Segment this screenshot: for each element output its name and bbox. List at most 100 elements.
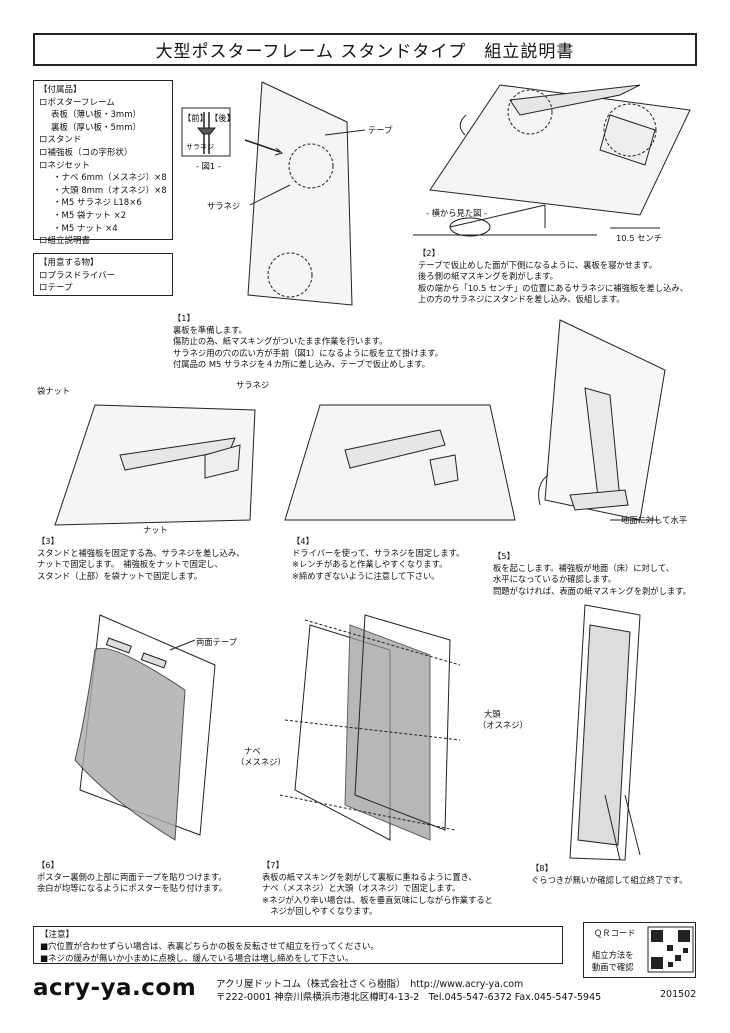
step-text: 表板の紙マスキングを剥がして裏板に重ねるように置き、 bbox=[262, 871, 477, 882]
step-text: ※締めすぎないように注意して下さい。 bbox=[292, 570, 440, 581]
qr-box[interactable]: ＱＲコード 組立方法を 動画で確認 bbox=[583, 922, 696, 978]
step-number: 【5】 bbox=[493, 551, 515, 561]
step-text: 板の端から「10.5 センチ」の位置にあるサラネジに補強板を差し込み、 bbox=[418, 282, 689, 293]
step-number: 【2】 bbox=[418, 248, 440, 258]
step-4: 【4】 ドライバーを使って、サラネジを固定します。 ※レンチがあると作業しやすく… bbox=[292, 536, 464, 582]
notes-header: 【注意】 bbox=[40, 930, 75, 940]
step-8: 【8】 ぐらつきが無いか確認して組立終了です。 bbox=[531, 863, 688, 886]
parts-item: 裏板（厚い板・5mm） bbox=[51, 122, 141, 133]
tools-item: ロプラスドライバー bbox=[39, 270, 116, 281]
qr-code-icon bbox=[647, 926, 694, 973]
screw-icon bbox=[196, 127, 217, 135]
step-7: 【7】 表板の紙マスキングを剥がして裏板に重ねるように置き、 ナベ（メスネジ）と… bbox=[262, 860, 493, 918]
qr-label: ＱＲコード bbox=[594, 928, 636, 938]
tools-header: 【用意する物】 bbox=[39, 258, 99, 268]
parts-item: ・ナベ 6mm（メスネジ）×8 bbox=[53, 173, 167, 184]
step-text: 傷防止の為、紙マスキングがついたまま作業を行います。 bbox=[173, 336, 388, 347]
detail-circle bbox=[288, 143, 334, 189]
step-text: ※レンチがあると作業しやすくなります。 bbox=[292, 559, 448, 570]
step-text: 問題がなければ、表面の紙マスキングを剥がします。 bbox=[493, 585, 692, 596]
company-address: 〒222-0001 神奈川県横浜市港北区樽町4-13-2 Tel.045-547… bbox=[216, 992, 602, 1003]
document-code: 201502 bbox=[660, 989, 697, 1000]
notes-line: ■穴位置が合わせずらい場合は、表裏どちらかの板を反転させて組立を行ってください。 bbox=[40, 942, 379, 952]
parts-header: 【付属品】 bbox=[39, 85, 82, 95]
label-fukuro-nut: 袋ナット bbox=[37, 386, 71, 396]
step-text: 裏板を準備します。 bbox=[173, 324, 247, 335]
step-text: 付属品の M5 サラネジを４カ所に差し込み、テープで仮止めします。 bbox=[173, 359, 430, 370]
step-text: ナベ（メスネジ）と大頭（オスネジ）で固定します。 bbox=[262, 883, 461, 894]
label-cm: 10.5 センチ bbox=[616, 233, 663, 243]
poster-step7 bbox=[344, 624, 431, 841]
back-panel-step2 bbox=[429, 84, 691, 216]
parts-item: ロポスターフレーム bbox=[39, 97, 115, 108]
step-3: 【3】 スタンドと補強板を固定する為、サラネジを差し込み、 ナットで固定します。… bbox=[37, 536, 244, 582]
tools-list: 【用意する物】 ロプラスドライバー ロテープ bbox=[33, 253, 173, 296]
lift-arrow-icon bbox=[538, 474, 549, 506]
label-ogashira: 大頭 bbox=[484, 709, 501, 719]
step-number: 【8】 bbox=[531, 863, 553, 873]
company-logo: acry-ya.com bbox=[33, 975, 197, 1001]
step-text: ぐらつきが無いか確認して組立終了です。 bbox=[531, 874, 688, 885]
step-text: ナットで固定します。 補強板をナットで固定し、 bbox=[37, 559, 223, 570]
label-double-tape: 両面テープ bbox=[196, 637, 237, 647]
step-2: 【2】 テープで仮止めした面が下側になるように、裏板を寝かせます。 後ろ側の紙マ… bbox=[418, 248, 688, 306]
label-level: 地面に対して水平 bbox=[621, 515, 688, 525]
label-mesuneji: （メスネジ） bbox=[236, 757, 286, 767]
step-text: 板を起こします。補強板が地面（床）に対して、 bbox=[493, 562, 675, 573]
step-text: 後ろ側の紙マスキングを剥がします。 bbox=[418, 271, 558, 282]
step-text: 上の方のサラネジにスタンドを差し込み、仮組します。 bbox=[418, 294, 625, 305]
step-text: ポスター裏側の上部に両面テープを貼りつけます。 bbox=[37, 871, 227, 882]
parts-item: 表板（薄い板・3mm） bbox=[51, 110, 141, 121]
step-number: 【7】 bbox=[262, 860, 284, 870]
label-back: 【後】 bbox=[210, 113, 235, 123]
label-nabe: ナベ bbox=[244, 746, 261, 756]
company-info: アクリ屋ドットコム（株式会社さくら樹脂） http://www.acry-ya.… bbox=[216, 979, 524, 990]
step-number: 【3】 bbox=[37, 536, 59, 546]
step-text: ※ネジが入り辛い場合は、板を垂直気味にしながら作業すると bbox=[262, 894, 493, 905]
qr-line-2: 動画で確認 bbox=[592, 962, 634, 972]
label-saraneji-3: サラネジ bbox=[236, 380, 270, 390]
label-side-view: - 横から見た図 - bbox=[426, 208, 488, 218]
poster-sheet bbox=[74, 647, 186, 841]
step-number: 【1】 bbox=[173, 313, 195, 323]
parts-item: ロ組立説明書 bbox=[39, 236, 91, 247]
notes-line: ■ネジの緩みが無いか小まめに点検し、緩んでいる場合は増し締めをして下さい。 bbox=[40, 954, 354, 964]
notes: 【注意】 ■穴位置が合わせずらい場合は、表裏どちらかの板を反転させて組立を行って… bbox=[33, 926, 563, 964]
label-osuneji: （オスネジ） bbox=[478, 720, 528, 730]
label-saraneji-small: サラネジ bbox=[186, 143, 214, 151]
label-saraneji: サラネジ bbox=[207, 201, 241, 211]
step-6: 【6】 ポスター裏側の上部に両面テープを貼りつけます。 余白が均等になるようにポ… bbox=[37, 860, 227, 895]
step-text: サラネジ用の穴の広い方が手前（図1）になるように板を立て掛けます。 bbox=[173, 347, 443, 358]
step-5: 【5】 板を起こします。補強板が地面（床）に対して、 水平になっているか確認しま… bbox=[493, 551, 691, 597]
parts-item: ロネジセット bbox=[39, 160, 91, 171]
step-1: 【1】 裏板を準備します。 傷防止の為、紙マスキングがついたまま作業を行います。… bbox=[173, 313, 443, 371]
label-fig1: - 図1 - bbox=[196, 161, 221, 171]
parts-item: ロ補強板（コの字形状） bbox=[39, 147, 133, 158]
parts-item: ・M5 サラネジ L18×6 bbox=[53, 198, 142, 209]
step-number: 【4】 bbox=[292, 536, 314, 546]
step-text: ネジが回しやすくなります。 bbox=[262, 906, 378, 917]
rotate-arrow-icon bbox=[459, 114, 467, 136]
parts-item: ロスタンド bbox=[39, 135, 82, 146]
label-front: 【前】 bbox=[183, 113, 208, 123]
arrow-head-icon bbox=[274, 147, 284, 156]
step-text: スタンドと補強板を固定する為、サラネジを差し込み、 bbox=[37, 547, 245, 558]
parts-item: ・M5 ナット ×4 bbox=[53, 223, 118, 234]
back-panel-step4 bbox=[284, 404, 516, 521]
label-tape: テープ bbox=[368, 125, 393, 135]
step-text: スタンド（上部）を袋ナットで固定します。 bbox=[37, 570, 203, 581]
page-title: 大型ポスターフレーム スタンドタイプ 組立説明書 bbox=[33, 33, 697, 66]
step-text: 余白が均等になるようにポスターを貼り付けます。 bbox=[37, 883, 228, 894]
step-number: 【6】 bbox=[37, 860, 59, 870]
step-text: テープで仮止めした面が下側になるように、裏板を寝かせます。 bbox=[418, 259, 658, 270]
qr-line-1: 組立方法を bbox=[592, 950, 634, 960]
arrow-icon bbox=[244, 139, 281, 153]
back-panel-step3 bbox=[54, 404, 256, 526]
back-panel-step1 bbox=[247, 81, 353, 306]
detail-circle bbox=[267, 252, 313, 298]
step-text: ドライバーを使って、サラネジを固定します。 bbox=[292, 547, 465, 558]
tools-item: ロテープ bbox=[39, 283, 73, 294]
step-text: 水平になっているか確認します。 bbox=[493, 574, 617, 585]
parts-list: 【付属品】 ロポスターフレーム 表板（薄い板・3mm） 裏板（厚い板・5mm） … bbox=[33, 80, 173, 246]
